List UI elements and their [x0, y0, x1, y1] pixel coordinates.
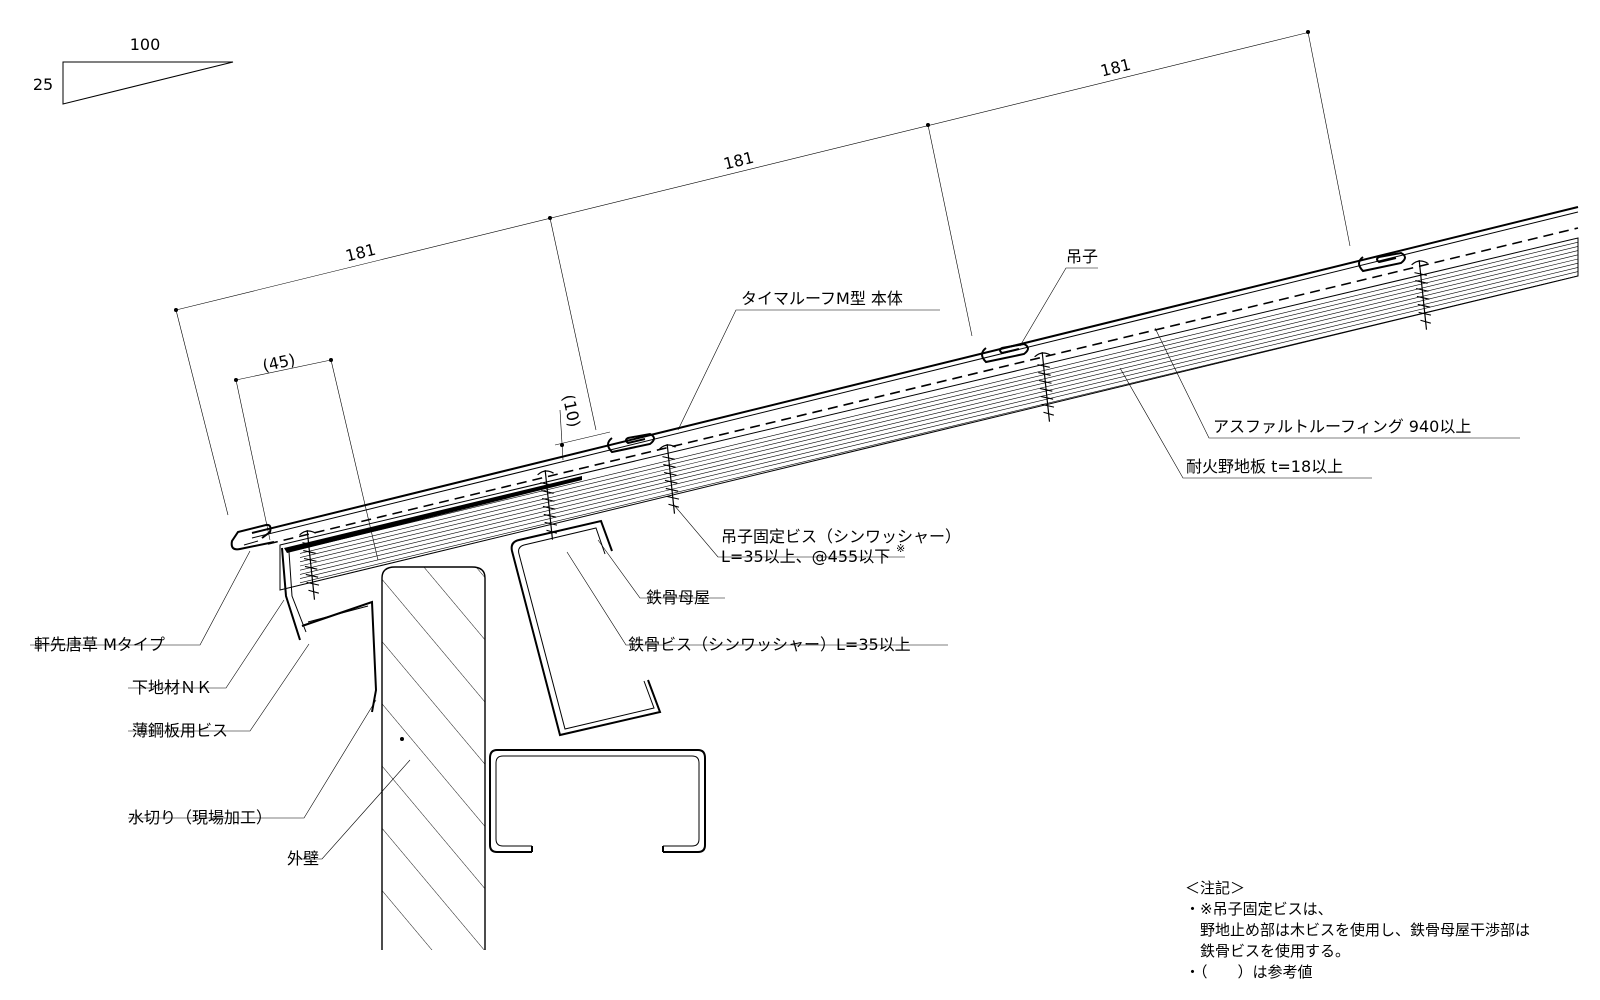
clip-1 [607, 432, 655, 454]
clip-3 [1358, 251, 1406, 273]
notes-line-1: ・※吊子固定ビスは、 [1185, 900, 1333, 918]
steel-purlin-bracket [510, 519, 662, 737]
exterior-wall [381, 566, 486, 950]
overhang-dimension-label: (45) [261, 350, 297, 375]
label-roof-body: タイマルーフM型 本体 [741, 289, 903, 308]
slope-run-label: 100 [130, 35, 161, 54]
label-clip-screw-line2: L=35以上、@455以下 [721, 547, 890, 566]
notes-line-2: 野地止め部は木ビスを使用し、鉄骨母屋干渉部は [1200, 921, 1530, 939]
label-steel-screw: 鉄骨ビス（シンワッシャー）L=35以上 [628, 635, 911, 654]
eave-trim-m-type [230, 523, 275, 551]
label-fireproof-board: 耐火野地板 t=18以上 [1186, 457, 1343, 476]
asphalt-roofing-line [267, 227, 1579, 545]
notes-line-3: 鉄骨ビスを使用する。 [1200, 942, 1350, 960]
clip-screw-3 [1410, 258, 1436, 332]
base-material-strip [284, 476, 582, 553]
notes-heading: ＜注記＞ [1185, 879, 1245, 897]
label-clip-screw-line1: 吊子固定ビス（シンワッシャー） [721, 527, 961, 546]
steel-purlin-channel [489, 749, 706, 853]
gap-dimension-label: (10) [559, 393, 584, 429]
label-thin-plate-screw: 薄鋼板用ビス [132, 721, 228, 740]
slope-rise-label: 25 [33, 75, 53, 94]
slope-triangle [62, 61, 234, 105]
dimension-line [175, 31, 1311, 311]
leader-lines [30, 267, 1520, 860]
roof-body-sheet [251, 206, 1579, 539]
flashing [301, 600, 378, 713]
slope-indicator: 100 25 [33, 35, 234, 105]
label-flashing: 水切り（現場加工） [128, 808, 272, 827]
label-asphalt-roofing: アスファルトルーフィング 940以上 [1213, 417, 1471, 436]
pitch-dimension-2: 181 [722, 148, 756, 174]
base-material-nk [281, 547, 301, 641]
clip-2 [981, 342, 1029, 364]
label-eave-trim: 軒先唐草 Mタイプ [34, 635, 165, 654]
label-base-nk: 下地材ＮＫ [132, 678, 212, 697]
label-steel-purlin: 鉄骨母屋 [646, 588, 710, 607]
pitch-dimension: 181 181 181 [174, 30, 1351, 516]
label-clip-screw-mark: ※ [896, 542, 905, 555]
label-exterior-wall: 外壁 [287, 849, 319, 868]
gap-dimension: (10) [554, 393, 611, 461]
notes-block: ＜注記＞ ・※吊子固定ビスは、 野地止め部は木ビスを使用し、鉄骨母屋干渉部は 鉄… [1185, 879, 1530, 981]
fireproof-roof-board [279, 237, 1579, 591]
label-clip: 吊子 [1066, 247, 1098, 266]
notes-line-4: ・（ ）は参考値 [1185, 963, 1313, 981]
